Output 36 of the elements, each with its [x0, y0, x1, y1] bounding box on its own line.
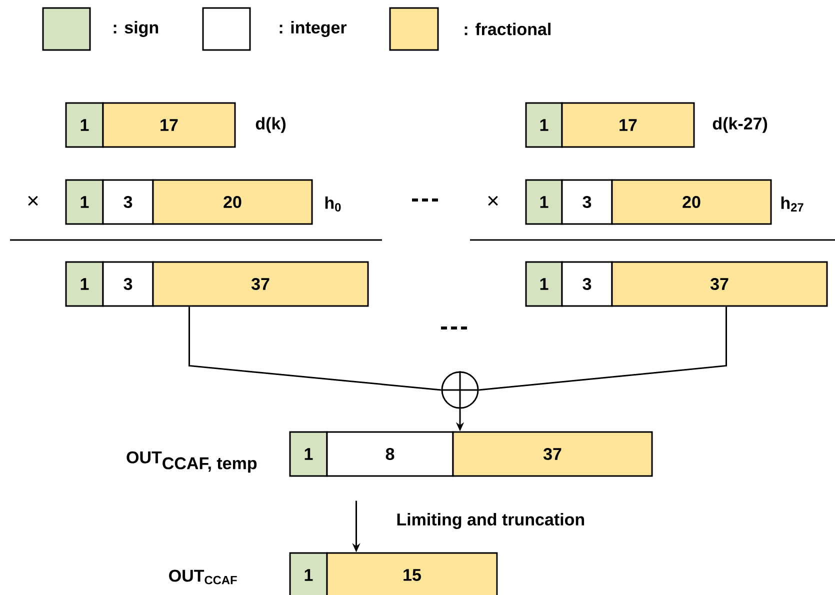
edge-label: Limiting and truncation	[397, 513, 584, 529]
bit-field-cell: 1	[65, 102, 104, 148]
bit-field-cell: 1	[525, 102, 563, 148]
bit-field-cell: 37	[611, 261, 828, 307]
bit-field-cell: 37	[452, 431, 653, 477]
bit-field-cell: 3	[102, 179, 154, 225]
field-label: d(k-27)	[712, 117, 768, 133]
legend-text: : integer	[280, 21, 347, 37]
bit-field-cell: 1	[65, 261, 104, 307]
bit-field-cell: 3	[561, 179, 613, 225]
legend-text: : sign	[114, 21, 158, 37]
bit-field-cell: 1	[525, 179, 563, 225]
connector-line	[188, 306, 442, 391]
bit-field-cell: 1	[525, 261, 563, 307]
field-label: h$_{27}$	[781, 196, 804, 212]
bit-field-cell: 20	[152, 179, 313, 225]
bit-field-cell: 3	[561, 261, 613, 307]
bit-field-cell: 20	[611, 179, 772, 225]
bit-field-cell: 1	[289, 552, 328, 595]
multiply-sign: ×	[28, 196, 38, 206]
bit-field-cell: 17	[561, 102, 695, 148]
connector-line	[478, 306, 727, 391]
field-label: OUT$_{CCAF}$	[169, 570, 237, 584]
bit-field-cell: 37	[152, 261, 369, 307]
field-label: $\textbf{OUT}_{\textbf{CCAF, temp}}$	[126, 451, 257, 473]
bit-field-cell: 1	[289, 431, 328, 477]
field-label: d(k)	[256, 117, 286, 133]
bit-field-cell: 3	[102, 261, 154, 307]
multiply-sign: ×	[488, 196, 498, 206]
bit-field-cell: 17	[102, 102, 236, 148]
bit-field-cell: 15	[326, 552, 498, 595]
field-label: h$_{0}$	[325, 196, 341, 212]
bit-field-cell: 1	[65, 179, 104, 225]
adder-symbol	[440, 370, 480, 410]
bit-field-cell: 8	[326, 431, 454, 477]
legend-text: : fractional	[464, 22, 550, 36]
